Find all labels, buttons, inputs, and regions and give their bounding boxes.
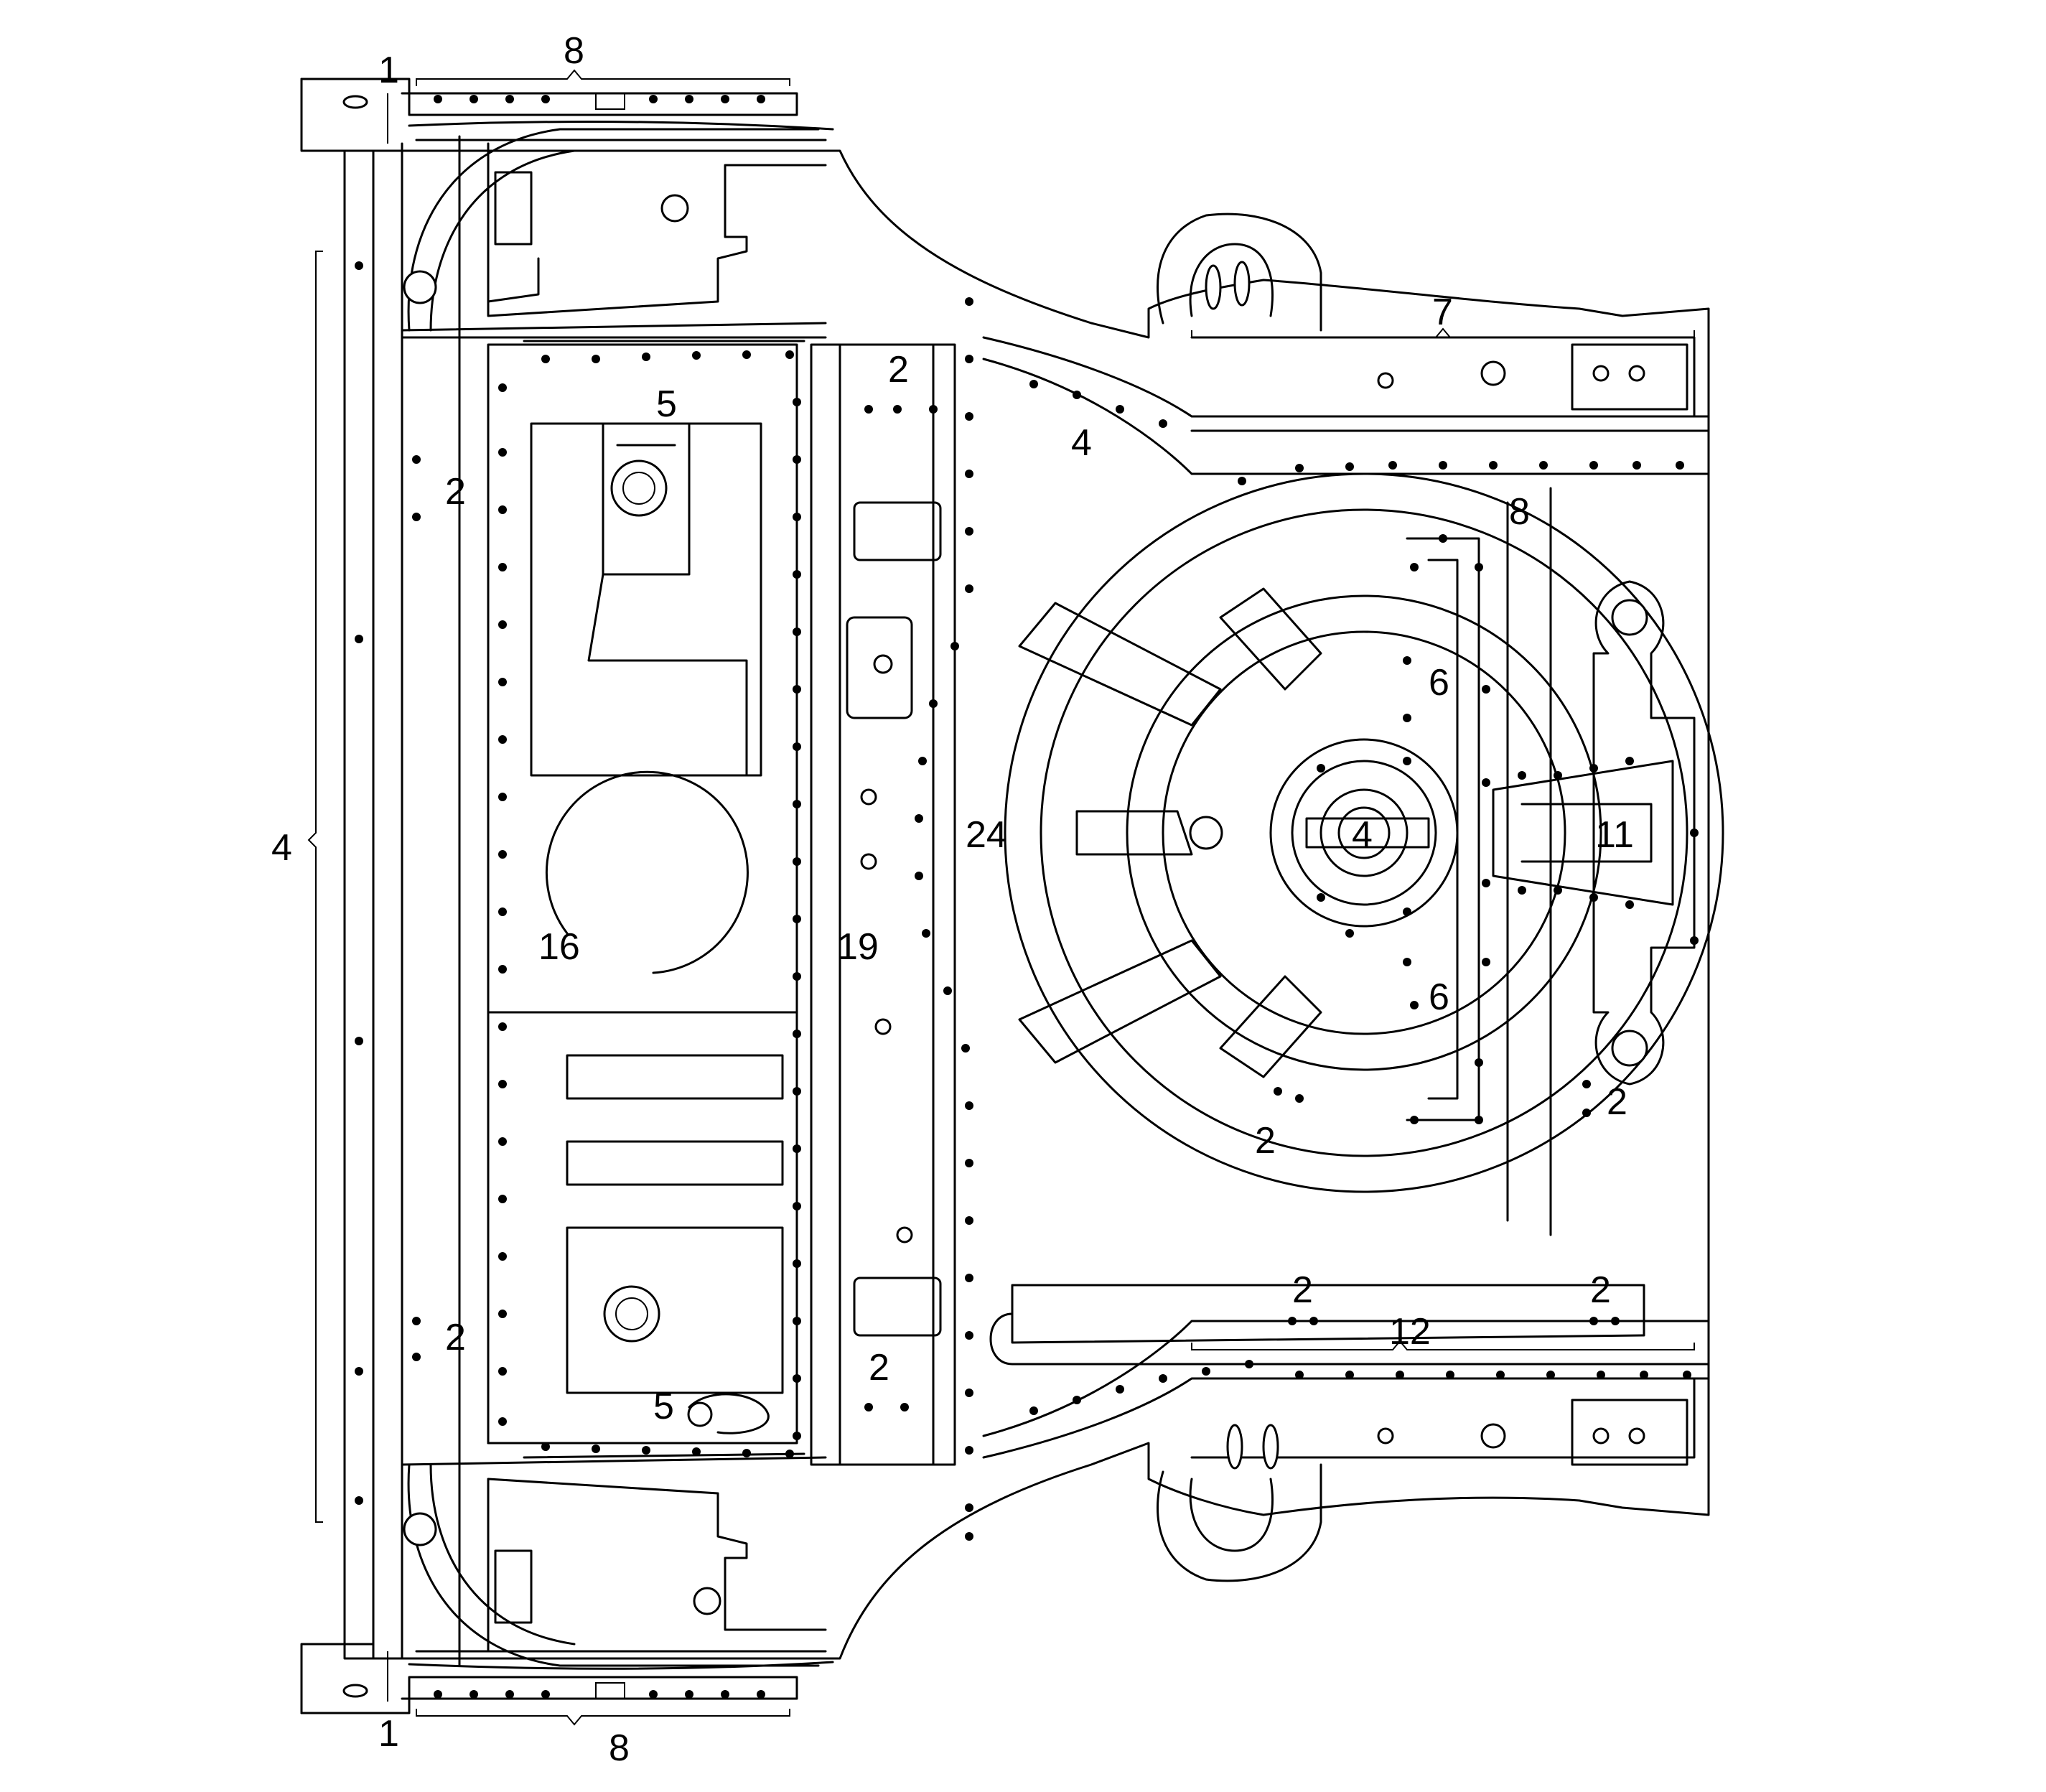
callout-brackets: [307, 69, 1695, 1726]
callout-2-rail-left: 2: [1292, 1269, 1313, 1311]
callout-2-left-upper: 2: [445, 471, 466, 513]
bottom-flange: [300, 1643, 834, 1714]
callout-24: 24: [966, 814, 1007, 856]
callout-11: 11: [1595, 814, 1634, 856]
callout-12: 12: [1389, 1311, 1431, 1353]
callout-4-left: 4: [271, 827, 292, 869]
rear-floor-panel: [487, 343, 798, 1445]
upper-tie-down: [1157, 213, 1322, 332]
crossmember: [810, 343, 956, 1466]
callout-4-rail: 4: [1071, 422, 1092, 464]
rail-holes: [1377, 360, 1645, 1449]
lower-wheelhouse: [401, 1452, 827, 1667]
callout-8-top: 8: [564, 30, 584, 72]
upper-wheelhouse: [401, 128, 827, 342]
weld-spots: [355, 95, 1699, 1699]
callout-2-well: 2: [1255, 1120, 1276, 1162]
lower-tie-down: [1157, 1424, 1322, 1582]
callout-5-bottom: 5: [653, 1386, 674, 1427]
callout-1-bottom: 1: [378, 1713, 399, 1755]
callout-8-bottom: 8: [609, 1727, 630, 1769]
callout-16: 16: [538, 926, 580, 968]
callout-2-upper-crossmember: 2: [888, 349, 909, 391]
callout-2-left-lower: 2: [445, 1317, 466, 1358]
callout-1-top: 1: [378, 50, 399, 91]
callout-2-lower-crossmember: 2: [869, 1347, 889, 1389]
callout-6-upper: 6: [1429, 662, 1449, 704]
callout-7: 7: [1432, 291, 1453, 333]
callout-5-top: 5: [656, 383, 677, 425]
callout-2-rail-right: 2: [1590, 1269, 1611, 1311]
top-flange: [300, 78, 834, 152]
callout-6-lower: 6: [1429, 976, 1449, 1018]
callout-8-right: 8: [1509, 491, 1530, 533]
right-side-rails: [982, 336, 1710, 1466]
callout-2-right: 2: [1607, 1081, 1627, 1123]
callout-19: 19: [837, 926, 879, 968]
callout-labels: 1 8 7 2 5 4 8 2 6 4 24 4 11 16 19 6 2 2 …: [271, 30, 1634, 1769]
callout-4-center: 4: [1352, 814, 1373, 856]
